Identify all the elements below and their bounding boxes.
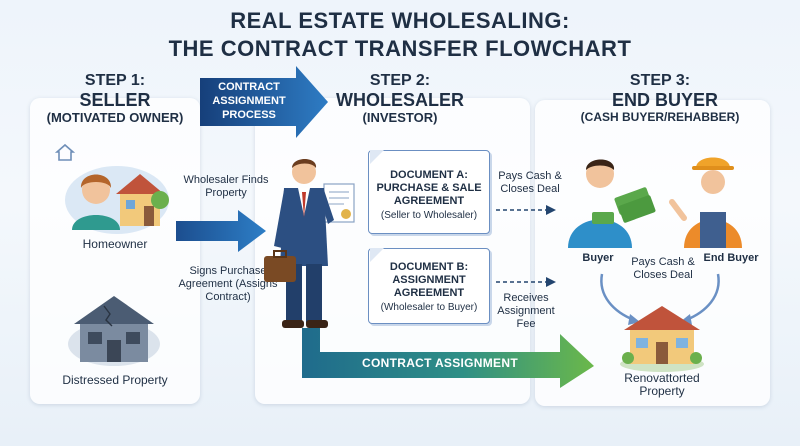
signs-agreement-label: Signs Purchase Agreement (Assigns Contra… [178,265,278,303]
title-line-1: REAL ESTATE WHOLESALING: [230,8,570,33]
document-a-sub: (Seller to Wholesaler) [380,210,478,221]
step1-label: STEP 1: [84,72,146,89]
document-a-title1: DOCUMENT A: [390,169,468,181]
small-house-icon [55,143,75,161]
buyer-label: Buyer [582,252,614,264]
document-b: DOCUMENT B: ASSIGNMENT AGREEMENT (Wholes… [368,248,490,324]
receives-fee-label: Receives Assignment Fee [497,292,555,330]
wholesaler-icon [264,159,355,328]
distressed-property-label: Distressed Property [62,373,168,387]
step3-name: END BUYER [611,90,718,110]
process-arrow-line2: ASSIGNMENT [212,95,286,107]
step1-name: SELLER [79,90,151,110]
document-b-title1: DOCUMENT B: [389,261,469,273]
step3-sub: (CASH BUYER/REHABBER) [580,110,740,124]
distressed-property-icon [68,296,160,366]
document-b-title2: ASSIGNMENT [392,274,466,286]
finds-property-arrow [176,210,266,252]
document-a-title2: PURCHASE & SALE [376,182,482,194]
receives-fee-arrow [496,277,556,287]
document-a: DOCUMENT A: PURCHASE & SALE AGREEMENT (S… [368,150,490,234]
contract-assignment-label: CONTRACT ASSIGNMENT [362,356,518,370]
homeowner-label: Homeowner [82,237,148,251]
pays-cash-top-label: Pays Cash & Closes Deal [498,170,562,195]
contract-assignment-arrow [302,328,594,388]
pays-cash-label: Pays Cash & Closes Deal [631,256,695,281]
title-line-2: THE CONTRACT TRANSFER FLOWCHART [168,36,632,61]
process-arrow [200,66,328,138]
document-b-fold-icon [370,248,384,262]
homeowner-icon [65,166,169,234]
end-buyer-label: End Buyer [703,252,759,264]
step2-sub: (INVESTOR) [362,110,438,125]
renovated-property-icon [620,306,704,372]
process-arrow-line3: PROCESS [222,109,276,121]
finds-property-label: Wholesaler Finds Property [183,174,269,199]
document-b-sub: (Wholesaler to Buyer) [380,302,478,313]
buyers-icon [568,157,742,248]
document-a-fold-icon [370,150,384,164]
step2-label: STEP 2: [369,72,431,89]
process-arrow-line1: CONTRACT [218,81,280,93]
document-a-title3: AGREEMENT [393,195,465,207]
document-b-title3: AGREEMENT [393,287,465,299]
process-arrow-label: CONTRACT ASSIGNMENT PROCESS [200,80,298,122]
renovated-property-label: Renovattorted Property [624,371,700,398]
step3-label: STEP 3: [629,72,691,89]
pays-cash-arrow [496,205,556,215]
step1-sub: (MOTIVATED OWNER) [46,110,184,125]
step2-name: WHOLESALER [336,90,464,110]
